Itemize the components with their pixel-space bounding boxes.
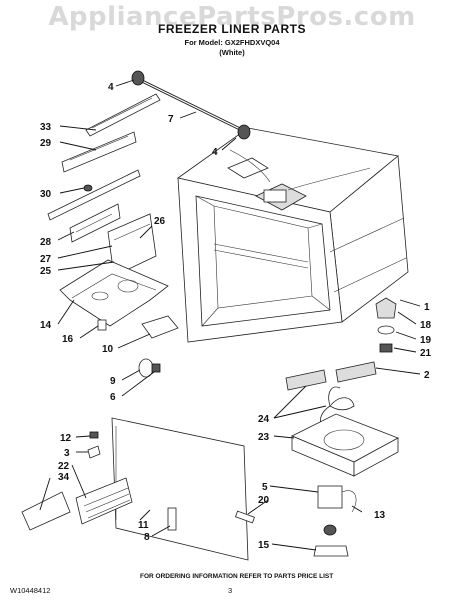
callout-12: 12 <box>60 433 72 444</box>
insulation-pads <box>285 361 377 391</box>
fan-motor <box>235 485 357 557</box>
air-duct-assembly <box>59 213 179 339</box>
callout-25: 25 <box>40 266 52 277</box>
callout-19: 19 <box>420 335 432 346</box>
callout-11: 11 <box>138 520 149 531</box>
evaporator-fan <box>291 386 399 477</box>
callout-10: 10 <box>102 344 114 355</box>
callout-29: 29 <box>40 138 52 149</box>
color-line: (White) <box>219 48 245 57</box>
callout-28: 28 <box>40 237 52 248</box>
callout-27: 27 <box>40 254 52 265</box>
damper-seal-parts <box>375 297 397 353</box>
light-bulb <box>138 358 161 378</box>
callout-30: 30 <box>40 189 52 200</box>
callout-16: 16 <box>62 334 74 345</box>
freezer-liner <box>177 127 409 343</box>
leader-lines <box>39 79 421 551</box>
callout-8: 8 <box>144 532 150 543</box>
grille-cover <box>21 477 133 531</box>
callout-15: 15 <box>258 540 270 551</box>
callout-2: 2 <box>424 370 430 381</box>
callout-26: 26 <box>154 216 166 227</box>
shelf-slide-assembly <box>47 93 161 243</box>
callout-1: 1 <box>424 302 430 313</box>
callout-24: 24 <box>258 414 270 425</box>
callout-4a: 4 <box>108 82 114 93</box>
callout-6: 6 <box>110 392 116 403</box>
callout-13: 13 <box>374 510 386 521</box>
shelf-rod <box>131 70 251 140</box>
callout-22: 22 <box>58 461 70 472</box>
callout-33: 33 <box>40 122 52 133</box>
page-number: 3 <box>228 586 233 595</box>
callout-7: 7 <box>168 114 174 125</box>
callout-20: 20 <box>258 495 270 506</box>
callout-3: 3 <box>64 448 70 459</box>
page-title: FREEZER LINER PARTS <box>158 22 306 36</box>
callout-23: 23 <box>258 432 270 443</box>
callout-4b: 4 <box>212 147 218 158</box>
document-number: W10448412 <box>10 586 51 595</box>
callout-21: 21 <box>420 348 432 359</box>
watermark: AppliancePartsPros.com <box>48 2 416 32</box>
ordering-note: FOR ORDERING INFORMATION REFER TO PARTS … <box>140 573 334 580</box>
callout-34: 34 <box>58 472 70 483</box>
callout-14: 14 <box>40 320 52 331</box>
callout-5: 5 <box>262 482 268 493</box>
evaporator-cover <box>111 417 249 561</box>
screws <box>87 431 101 459</box>
callout-18: 18 <box>420 320 432 331</box>
callout-labels: 4 7 4 33 29 30 26 28 27 25 14 16 10 1 18… <box>40 82 432 551</box>
model-line: For Model: GX2FHDXVQ04 <box>184 38 280 47</box>
callout-9: 9 <box>110 376 116 387</box>
